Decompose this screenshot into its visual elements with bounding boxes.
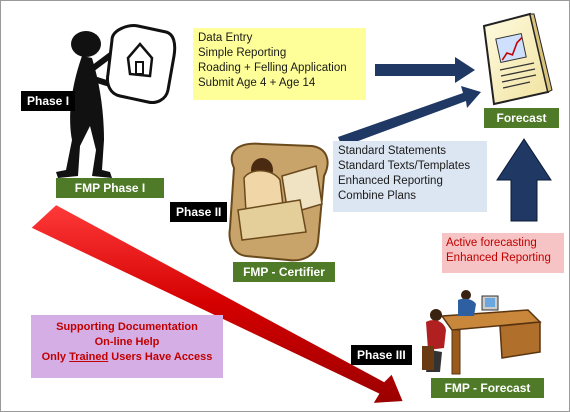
fmp-phase1-label: FMP Phase I [56, 178, 164, 198]
phase1-features-box: Data Entry Simple Reporting Roading + Fe… [193, 28, 366, 100]
phase3-label: Phase III [351, 345, 412, 365]
phase3-feature-active-forecasting: Active forecasting [446, 237, 537, 249]
phase3-features-box: Active forecasting Enhanced Reporting [442, 233, 564, 273]
phase1-feature-simple-reporting: Simple Reporting [198, 47, 287, 59]
arrow-to-forecast-from-phase1 [375, 57, 475, 83]
supporting-documentation-box: Supporting Documentation On-line Help On… [31, 315, 223, 378]
phase2-features-box: Standard Statements Standard Texts/Templ… [333, 141, 487, 212]
phase2-feature-enhanced-reporting: Enhanced Reporting [338, 175, 443, 187]
phase1-figure-icon [56, 24, 177, 178]
fmp-certifier-label: FMP - Certifier [233, 262, 335, 282]
arrow-up-to-forecast [496, 138, 552, 222]
supporting-documentation-text: Supporting Documentation [56, 321, 198, 333]
phase1-feature-submit-age: Submit Age 4 + Age 14 [198, 77, 316, 89]
phase1-label: Phase I [21, 91, 76, 111]
phase2-figure-icon [228, 142, 329, 262]
trained-users-text: Only Trained Users Have Access [41, 351, 213, 363]
phase3-figure-icon [422, 290, 542, 375]
arrow-to-forecast-from-phase2 [338, 86, 481, 147]
forecast-label: Forecast [484, 108, 559, 128]
phase2-feature-standard-texts: Standard Texts/Templates [338, 160, 471, 172]
phase2-feature-combine-plans: Combine Plans [338, 190, 416, 202]
fmp-forecast-label: FMP - Forecast [431, 378, 544, 398]
trained-emphasis: Trained [69, 351, 109, 363]
phase1-feature-data-entry: Data Entry [198, 32, 253, 44]
phase2-feature-standard-statements: Standard Statements [338, 145, 447, 157]
forecast-document-icon [482, 12, 553, 106]
phase3-feature-enhanced-reporting: Enhanced Reporting [446, 252, 551, 264]
phase2-label: Phase II [170, 202, 228, 222]
online-help-text: On-line Help [94, 336, 160, 348]
phase1-feature-roading-felling: Roading + Felling Application [198, 62, 347, 74]
red-timeline-arrow [28, 202, 406, 406]
